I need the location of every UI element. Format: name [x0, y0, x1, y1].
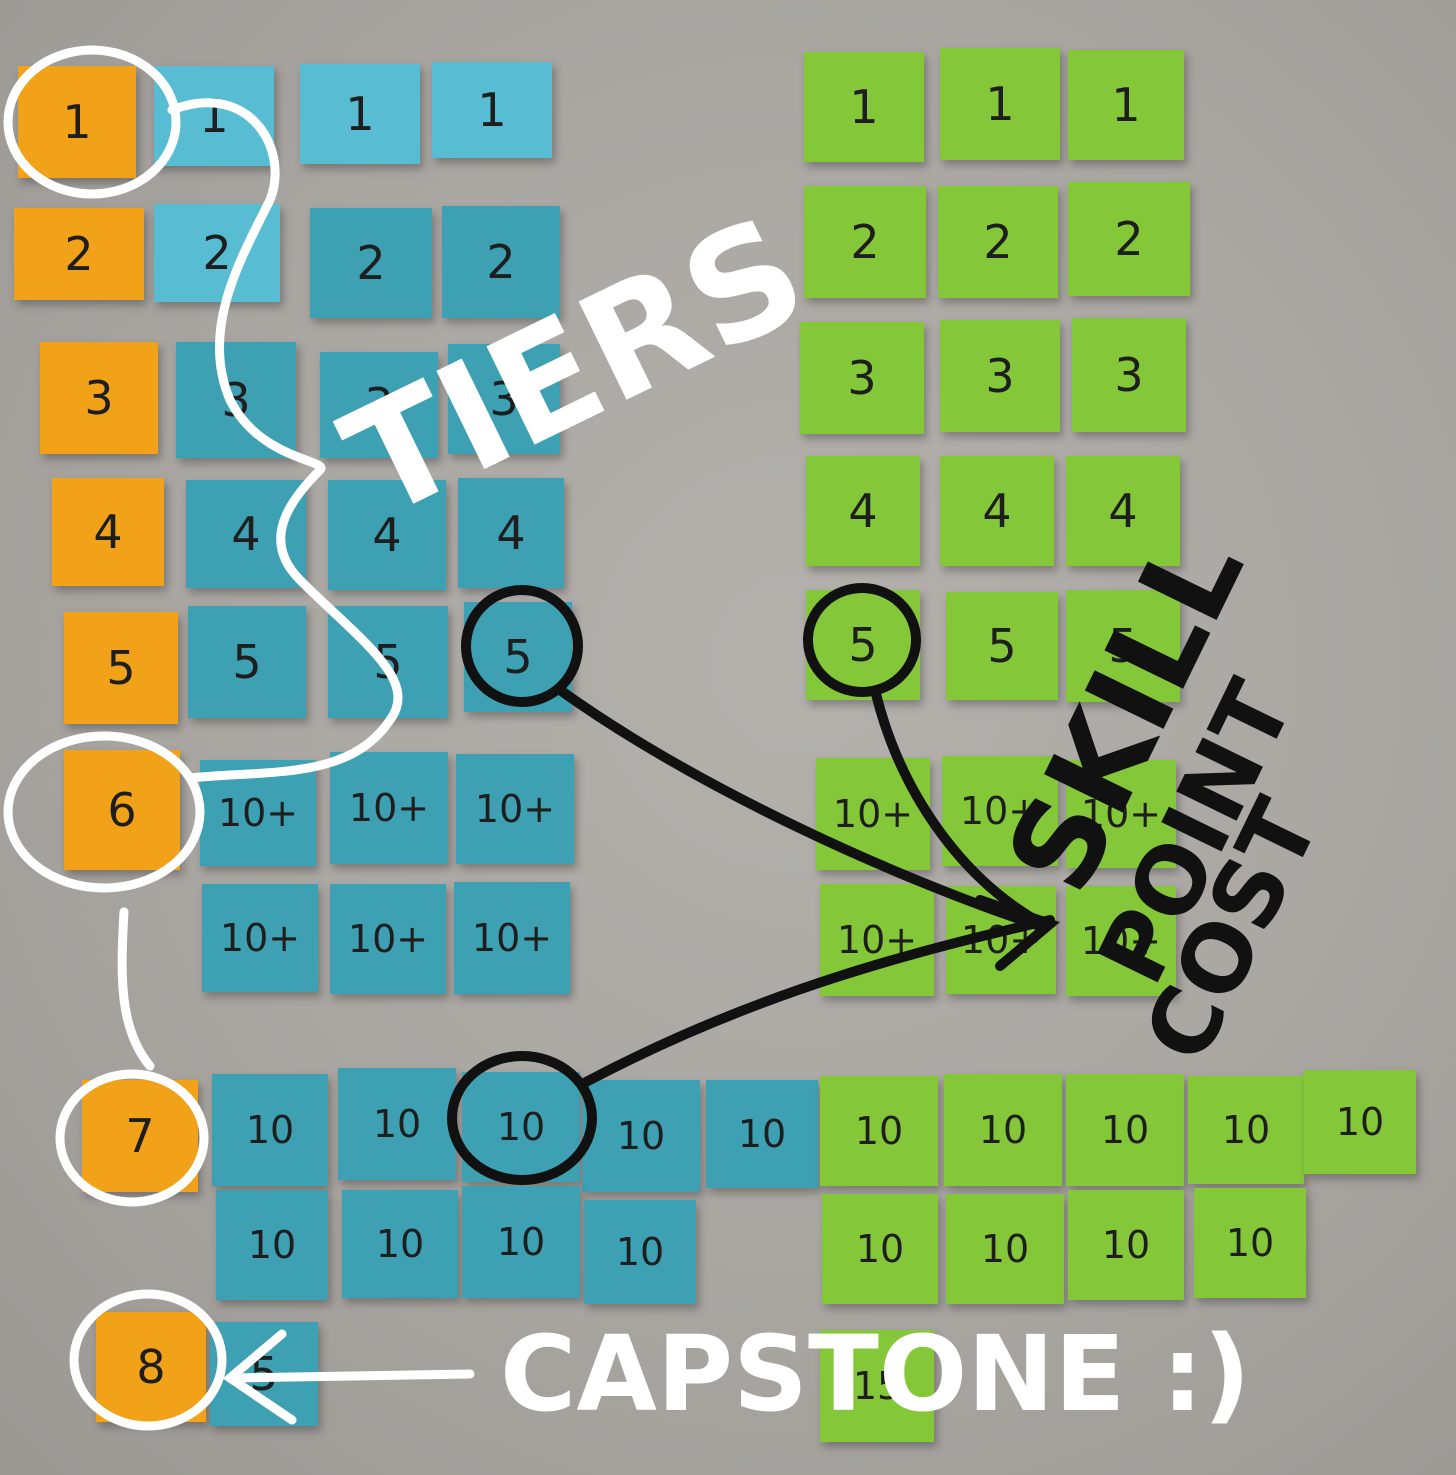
green-note-r1-c1: 1: [804, 52, 924, 162]
blue-note-r1-c1: 1: [154, 66, 274, 166]
green-note-r9-c4: 10: [1194, 1188, 1306, 1298]
green-note-r9-c3: 10: [1068, 1190, 1184, 1300]
green-note-r2-c1: 2: [804, 186, 926, 298]
blue-note-r6-c2: 10+: [330, 752, 448, 864]
green-note-r7-c2: 10+: [946, 886, 1056, 994]
tier-note-2: 2: [14, 208, 144, 300]
blue-note-r4-c1: 4: [186, 480, 306, 588]
blue-note-r3-c3: 3: [448, 344, 560, 454]
blue-note-r3-c2: 3: [320, 352, 438, 458]
blue-note-r8-c4: 10: [582, 1080, 700, 1192]
green-note-r6-c2: 10+: [942, 756, 1058, 866]
green-note-r1-c2: 1: [940, 48, 1060, 160]
green-note-r2-c3: 2: [1068, 182, 1190, 296]
blue-note-r2-c3: 2: [442, 206, 560, 318]
blue-note-r2-c1: 2: [154, 204, 280, 302]
green-note-r4-c3: 4: [1066, 456, 1180, 566]
tier-note-7: 7: [82, 1080, 198, 1192]
tier-note-1: 1: [18, 66, 136, 178]
blue-note-r4-c3: 4: [458, 478, 564, 588]
blue-note-r7-c1: 10+: [202, 884, 318, 992]
blue-note-r9-c1: 10: [216, 1190, 328, 1300]
blue-note-r9-c3: 10: [462, 1186, 580, 1298]
green-note-r5-c1: 5: [806, 590, 920, 700]
green-note-r6-c3: 10+: [1066, 760, 1176, 868]
green-note-r8-c1: 10: [820, 1076, 938, 1186]
green-capstone-note: 15: [820, 1330, 934, 1442]
blue-note-r4-c2: 4: [328, 480, 446, 590]
green-note-r5-c3: 5: [1066, 590, 1180, 702]
green-note-r5-c2: 5: [946, 592, 1058, 700]
tier-note-5: 5: [64, 612, 178, 724]
blue-note-r2-c2: 2: [310, 208, 432, 318]
blue-note-r8-c1: 10: [212, 1074, 328, 1186]
blue-note-r9-c4: 10: [584, 1200, 696, 1304]
tier-note-8: 8: [96, 1312, 206, 1422]
tier-note-6: 6: [64, 750, 180, 870]
blue-note-r1-c3: 1: [432, 62, 552, 158]
blue-note-r7-c2: 10+: [330, 884, 446, 994]
green-note-r1-c3: 1: [1068, 50, 1184, 160]
green-note-r3-c1: 3: [800, 322, 924, 434]
green-note-r7-c1: 10+: [820, 884, 934, 996]
blue-note-r8-c3: 10: [462, 1072, 580, 1182]
blue-note-r6-c3: 10+: [456, 754, 574, 864]
tier-note-4: 4: [52, 478, 164, 586]
green-note-r9-c2: 10: [946, 1194, 1064, 1304]
blue-note-r8-c2: 10: [338, 1068, 456, 1180]
blue-note-r9-c2: 10: [342, 1190, 458, 1298]
blue-note-r3-c1: 3: [176, 342, 296, 458]
blue-note-r8-c5: 10: [706, 1080, 818, 1188]
green-note-r9-c1: 10: [822, 1194, 938, 1304]
blue-note-r6-c1: 10+: [200, 760, 316, 866]
green-note-r3-c3: 3: [1072, 318, 1186, 432]
blue-note-r1-c2: 1: [300, 64, 420, 164]
green-note-r2-c2: 2: [938, 186, 1058, 298]
green-note-r8-c2: 10: [944, 1074, 1062, 1186]
green-note-r7-c3: 10+: [1066, 886, 1176, 996]
blue-note-r5-c3: 5: [464, 602, 572, 712]
green-note-r4-c1: 4: [806, 456, 920, 566]
green-note-r8-c5: 10: [1304, 1070, 1416, 1174]
green-note-r6-c1: 10+: [816, 758, 930, 870]
tier-note-3: 3: [40, 342, 158, 454]
blue-note-r5-c2: 5: [328, 606, 448, 718]
green-note-r8-c4: 10: [1188, 1076, 1304, 1184]
green-note-r4-c2: 4: [940, 456, 1054, 566]
blue-note-r5-c1: 5: [188, 606, 306, 718]
green-note-r8-c3: 10: [1066, 1074, 1184, 1186]
blue-note-r7-c3: 10+: [454, 882, 570, 994]
green-note-r3-c2: 3: [940, 320, 1060, 432]
blue-capstone-note: 5: [210, 1322, 318, 1426]
